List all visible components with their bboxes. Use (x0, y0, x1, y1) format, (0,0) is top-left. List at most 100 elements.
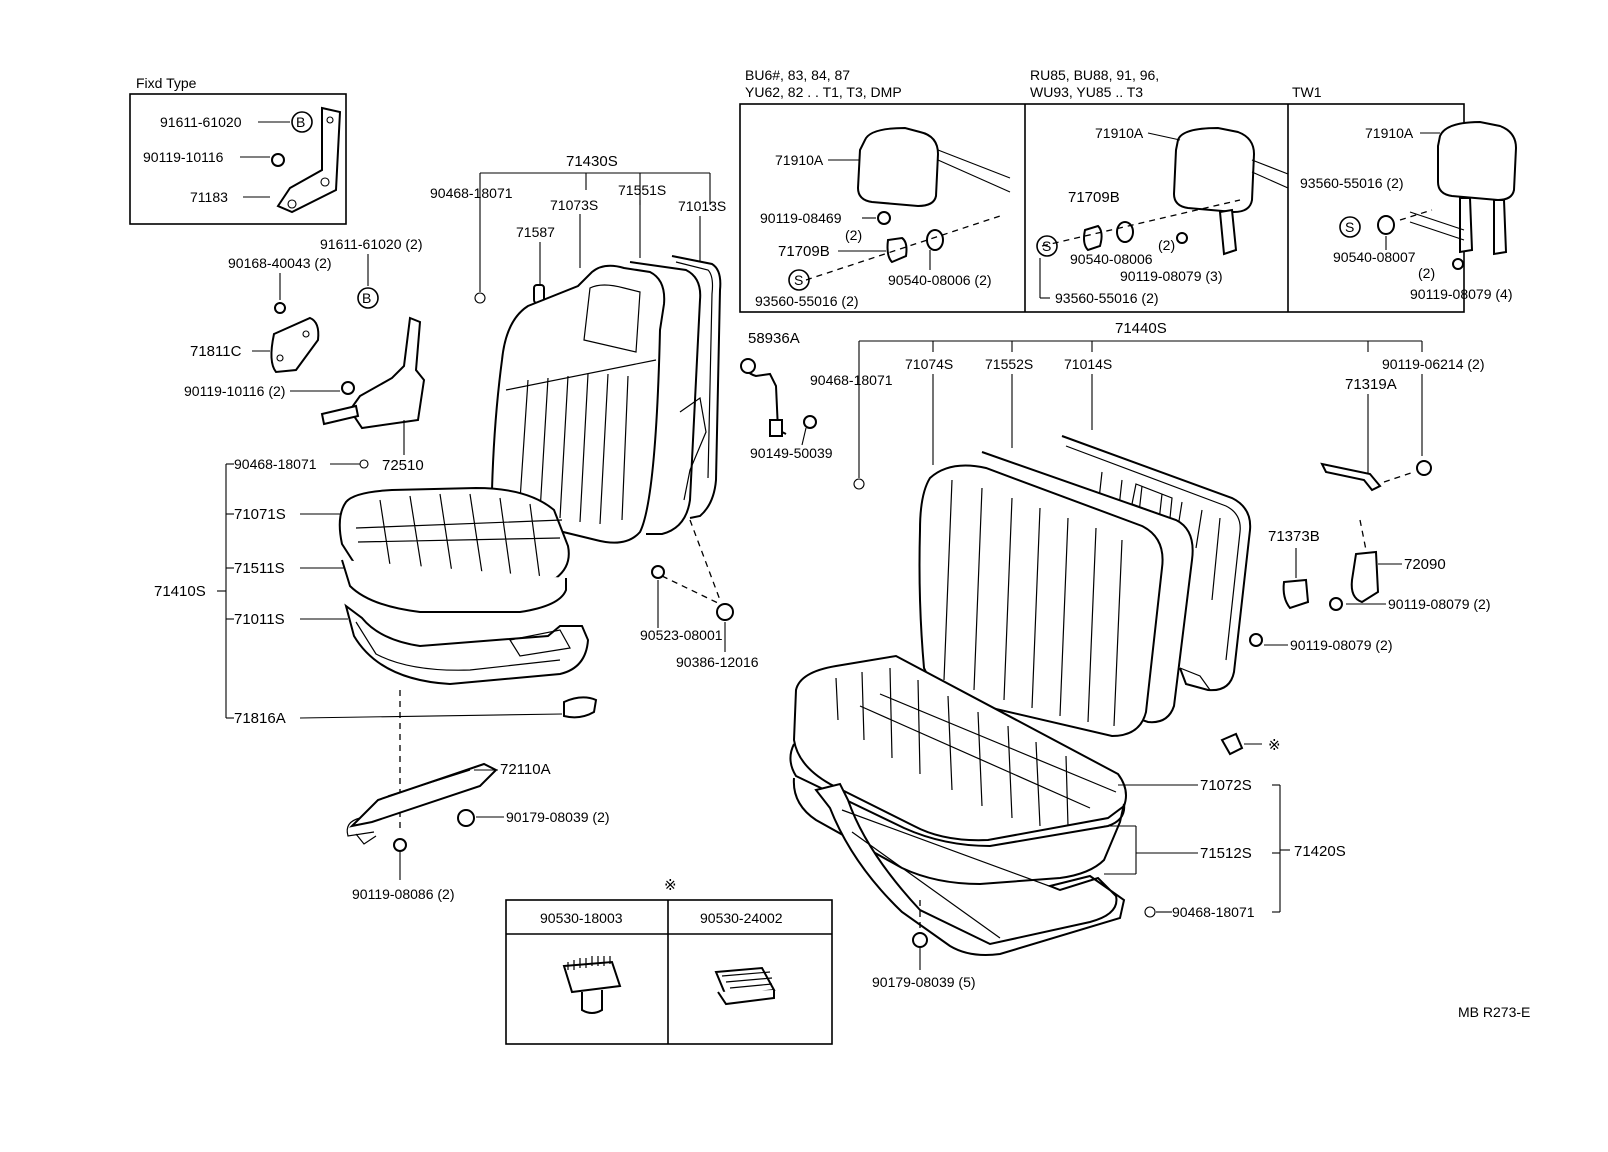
label-71816a: 71816A (234, 710, 286, 727)
label-71587: 71587 (516, 224, 555, 240)
label-qty-2: (2) (845, 227, 862, 243)
label-71014s: 71014S (1064, 356, 1112, 372)
bench-right-parts: 90119-06214 (2) 71319A 71373B 72090 9011… (1220, 356, 1490, 756)
label-71074s: 71074S (905, 356, 953, 372)
headrest-71910a-c (1437, 120, 1518, 202)
drawing-code: MB R273-E (1458, 1004, 1530, 1020)
label-71511s: 71511S (234, 560, 285, 577)
label-71410s: 71410S (154, 583, 206, 600)
clip-90530-24002-icon (714, 966, 776, 1006)
label-71512s: 71512S (1200, 845, 1252, 862)
label-90540-08007: 90540-08007 (1333, 249, 1416, 265)
cushion-pad-71511s (341, 559, 567, 613)
front-seat-hinge: 91611-61020 (2) B 90168-40043 (2) 71811C… (184, 236, 426, 474)
headrest-variant-b: 71910A 71709B (2) 90540-08006 90119-0807… (1036, 125, 1289, 306)
bushing-icon (926, 229, 944, 251)
label-90119-10116: 90119-10116 (143, 149, 224, 165)
label-71709b-b: 71709B (1068, 189, 1120, 206)
symbol-s-c: S (1345, 219, 1354, 235)
label-71072s: 71072S (1200, 777, 1252, 794)
label-90468-18071-bench: 90468-18071 (810, 372, 893, 388)
clip-table: ※ 90530-18003 90530-24002 (505, 877, 833, 1045)
label-90168-40043-2: 90168-40043 (2) (228, 255, 332, 271)
label-91611-61020: 91611-61020 (160, 114, 242, 130)
label-71709b: 71709B (778, 243, 830, 260)
label-72510: 72510 (382, 457, 424, 474)
fixed-type-inset: Fixd Type 91611-61020 B 90119-10116 7118… (129, 75, 347, 225)
label-71811c: 71811C (190, 343, 242, 360)
clip-col2-header: 90530-24002 (700, 910, 783, 926)
headrest-71910a-b (1172, 126, 1256, 214)
label-90468-18071-cushion-bench: 90468-18071 (1172, 904, 1255, 920)
label-71552s: 71552S (985, 356, 1033, 372)
front-seat-cushion: 90468-18071 71410S 71071S 71511S 71011S … (154, 456, 598, 727)
label-90540-08006-b: 90540-08006 (1070, 251, 1153, 267)
label-93560-55016-b: 93560-55016 (2) (1055, 290, 1159, 306)
label-71319a: 71319A (1345, 376, 1397, 393)
header-b-line1: RU85, BU88, 91, 96, (1030, 67, 1159, 83)
fixed-type-title: Fixd Type (136, 75, 197, 91)
label-71440s: 71440S (1115, 320, 1167, 337)
label-71430s: 71430S (566, 153, 618, 170)
table-star: ※ (664, 877, 677, 894)
hinge-72510 (348, 316, 426, 430)
label-90119-08079-2a: 90119-08079 (2) (1388, 596, 1490, 612)
label-71013s: 71013S (678, 198, 726, 214)
label-72110a: 72110A (500, 761, 551, 778)
bolt-icon (271, 153, 285, 167)
bracket-71319a (1320, 462, 1382, 492)
label-90119-06214-2: 90119-06214 (2) (1382, 356, 1484, 372)
label-90386-12016: 90386-12016 (676, 654, 759, 670)
label-90523-08001: 90523-08001 (640, 627, 723, 643)
label-71011s: 71011S (234, 611, 285, 628)
clip-col1-header: 90530-18003 (540, 910, 623, 926)
headrest-variant-a: 71910A 90119-08469 (2) 71709B 90540-0800… (755, 126, 1011, 309)
nut-90523-08001 (651, 565, 665, 579)
hinge-72090 (1350, 550, 1380, 604)
clip-90530-18003-icon (562, 956, 622, 1014)
label-91611-61020-2: 91611-61020 (2) (320, 236, 422, 252)
label-90468-18071-top: 90468-18071 (430, 185, 513, 201)
label-90468-18071-cushion: 90468-18071 (234, 456, 317, 472)
seat-track: 72110A 90179-08039 (2) 90119-08086 (2) (346, 690, 610, 902)
symbol-s-b: S (1042, 238, 1051, 254)
label-93560-55016: 93560-55016 (2) (755, 293, 859, 309)
clip-star (1220, 732, 1244, 756)
label-71910a-c: 71910A (1365, 125, 1414, 141)
label-71910a-b: 71910A (1095, 125, 1144, 141)
label-90179-08039-5: 90179-08039 (5) (872, 974, 976, 990)
label-71420s: 71420S (1294, 843, 1346, 860)
label-90179-08039-2: 90179-08039 (2) (506, 809, 610, 825)
symbol-s-circle-a (788, 269, 810, 291)
cover-71373b (1282, 578, 1310, 610)
label-71373b: 71373B (1268, 528, 1320, 545)
label-71073s: 71073S (550, 197, 598, 213)
label-90119-08086-2: 90119-08086 (2) (352, 886, 454, 902)
cushion-frame-71011s (344, 603, 590, 686)
star-marker: ※ (1268, 737, 1281, 754)
label-90119-08079-2b: 90119-08079 (2) (1290, 637, 1392, 653)
label-71910a: 71910A (775, 152, 824, 168)
label-72090: 72090 (1404, 556, 1446, 573)
label-71071s: 71071S (234, 506, 286, 523)
label-58936a: 58936A (748, 330, 800, 347)
bracket-71183 (276, 106, 342, 214)
screw-icon (877, 211, 891, 225)
label-90540-08006: 90540-08006 (2) (888, 272, 992, 288)
cover-71816a (563, 696, 598, 719)
label-90149-50039: 90149-50039 (750, 445, 833, 461)
label-qty-2-b: (2) (1158, 237, 1175, 253)
header-a-line2: YU62, 82 . . T1, T3, DMP (745, 84, 902, 100)
label-qty-2-c: (2) (1418, 265, 1435, 281)
seat-back-cover-71073s (490, 264, 666, 544)
bracket-71811c (270, 316, 320, 374)
bracket-71709b (886, 236, 908, 264)
symbol-s-a: S (794, 272, 803, 288)
clip-table-frame (505, 899, 833, 1045)
bench-seat-back: 71440S 90468-18071 71074S 71552S 71014S (810, 320, 1423, 738)
headrest-variant-c: 71910A 93560-55016 (2) S 90540-08007 (2)… (1300, 120, 1518, 302)
header-a-line1: BU6#, 83, 84, 87 (745, 67, 850, 83)
header-b-line2: WU93, YU85 .. T3 (1030, 84, 1143, 100)
headrest-71910a (856, 126, 940, 208)
